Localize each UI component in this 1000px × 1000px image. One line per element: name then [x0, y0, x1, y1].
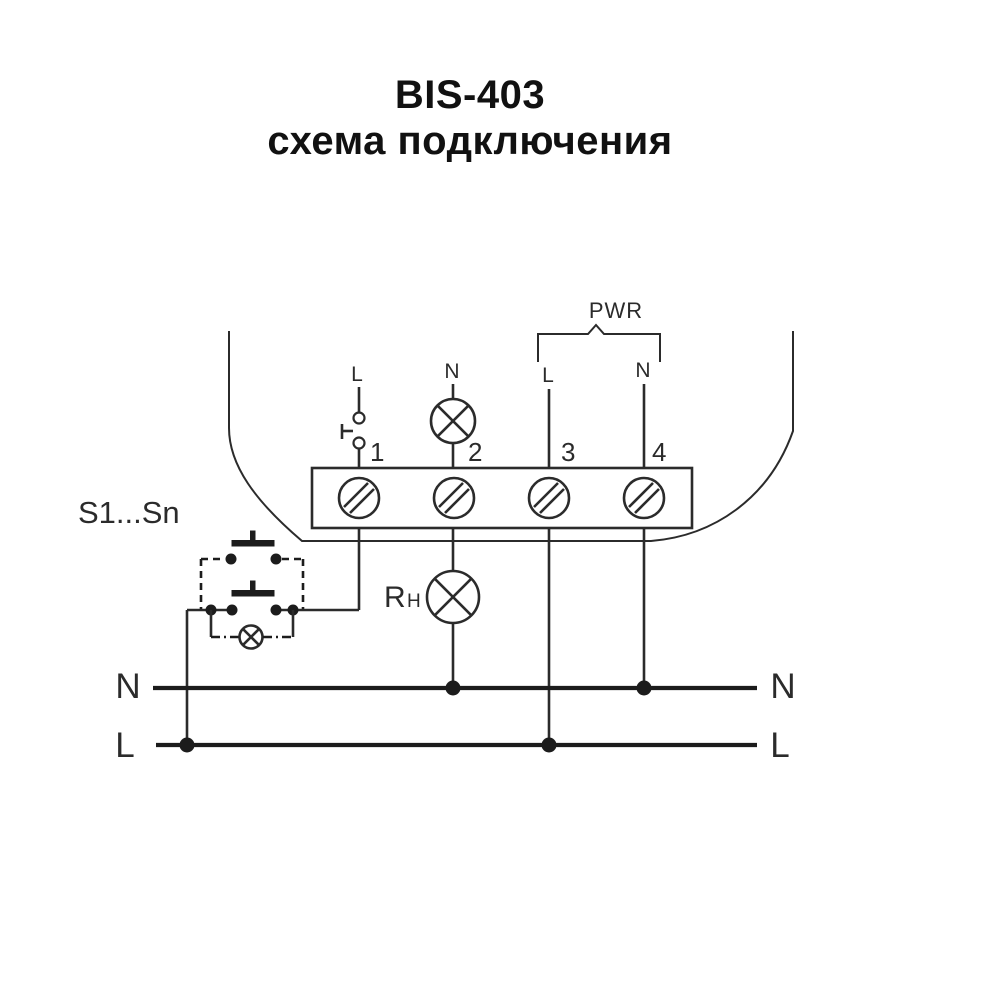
load-branch: R H [384, 569, 481, 688]
neutral-label-right: N [770, 667, 795, 706]
screw-terminal-3-icon [527, 476, 571, 520]
terminal2-input-chain: N [429, 360, 477, 468]
terminal3-line-label: L [542, 364, 554, 387]
diagram-subtitle: схема подключения [267, 119, 673, 163]
junction-dot [445, 680, 461, 696]
relay-contact-icon [340, 411, 366, 450]
lamp-icon [429, 397, 477, 445]
pwr-label: PWR [589, 298, 643, 323]
line-label-left: L [115, 726, 134, 765]
junction-dot [179, 737, 195, 753]
neutral-bus: N N [115, 667, 795, 706]
load-lamp-icon [425, 569, 481, 625]
terminal2-number: 2 [468, 437, 482, 467]
pwr-bracket-shape [537, 323, 661, 362]
sn-dashed-box [199, 557, 305, 610]
screw-terminal-1-icon [337, 476, 381, 520]
load-label-subscript: H [407, 591, 421, 612]
neutral-label-left: N [115, 667, 140, 706]
terminal-block-body [310, 466, 694, 530]
terminal3-number: 3 [561, 437, 575, 467]
line-label-right: L [770, 726, 789, 765]
terminal1-line-label: L [351, 363, 363, 386]
backlight-lamp-icon [238, 624, 264, 650]
terminal2-line-label: N [444, 360, 459, 383]
switch-group-label: S1...Sn [78, 495, 180, 530]
junction-dot [541, 737, 557, 753]
backlight-branch [209, 610, 295, 650]
push-button-s1-icon [225, 530, 282, 565]
line-bus: L L [115, 726, 789, 765]
terminal4-number: 4 [652, 437, 666, 467]
terminal1-number: 1 [370, 437, 384, 467]
terminal3-input-chain: L [542, 364, 554, 468]
screw-terminal-4-icon [622, 476, 666, 520]
junction-dot [226, 604, 238, 616]
device-enclosure-outline [228, 331, 794, 542]
terminal-block: 1 2 3 4 [310, 437, 694, 530]
pwr-bracket: PWR [537, 298, 661, 362]
device-model-title: BIS-403 [394, 73, 546, 117]
junction-dot [636, 680, 652, 696]
push-button-sn-icon [231, 580, 275, 597]
terminal1-input-chain: L [340, 363, 366, 468]
switch-group: S1...Sn [78, 495, 359, 745]
terminal4-line-label: N [635, 359, 650, 382]
screw-terminal-2-icon [432, 476, 476, 520]
load-label: R [384, 581, 406, 614]
junction-dot [270, 604, 282, 616]
page-title: BIS-403 схема подключения [0, 72, 940, 164]
terminal4-input-chain: N [635, 359, 651, 468]
